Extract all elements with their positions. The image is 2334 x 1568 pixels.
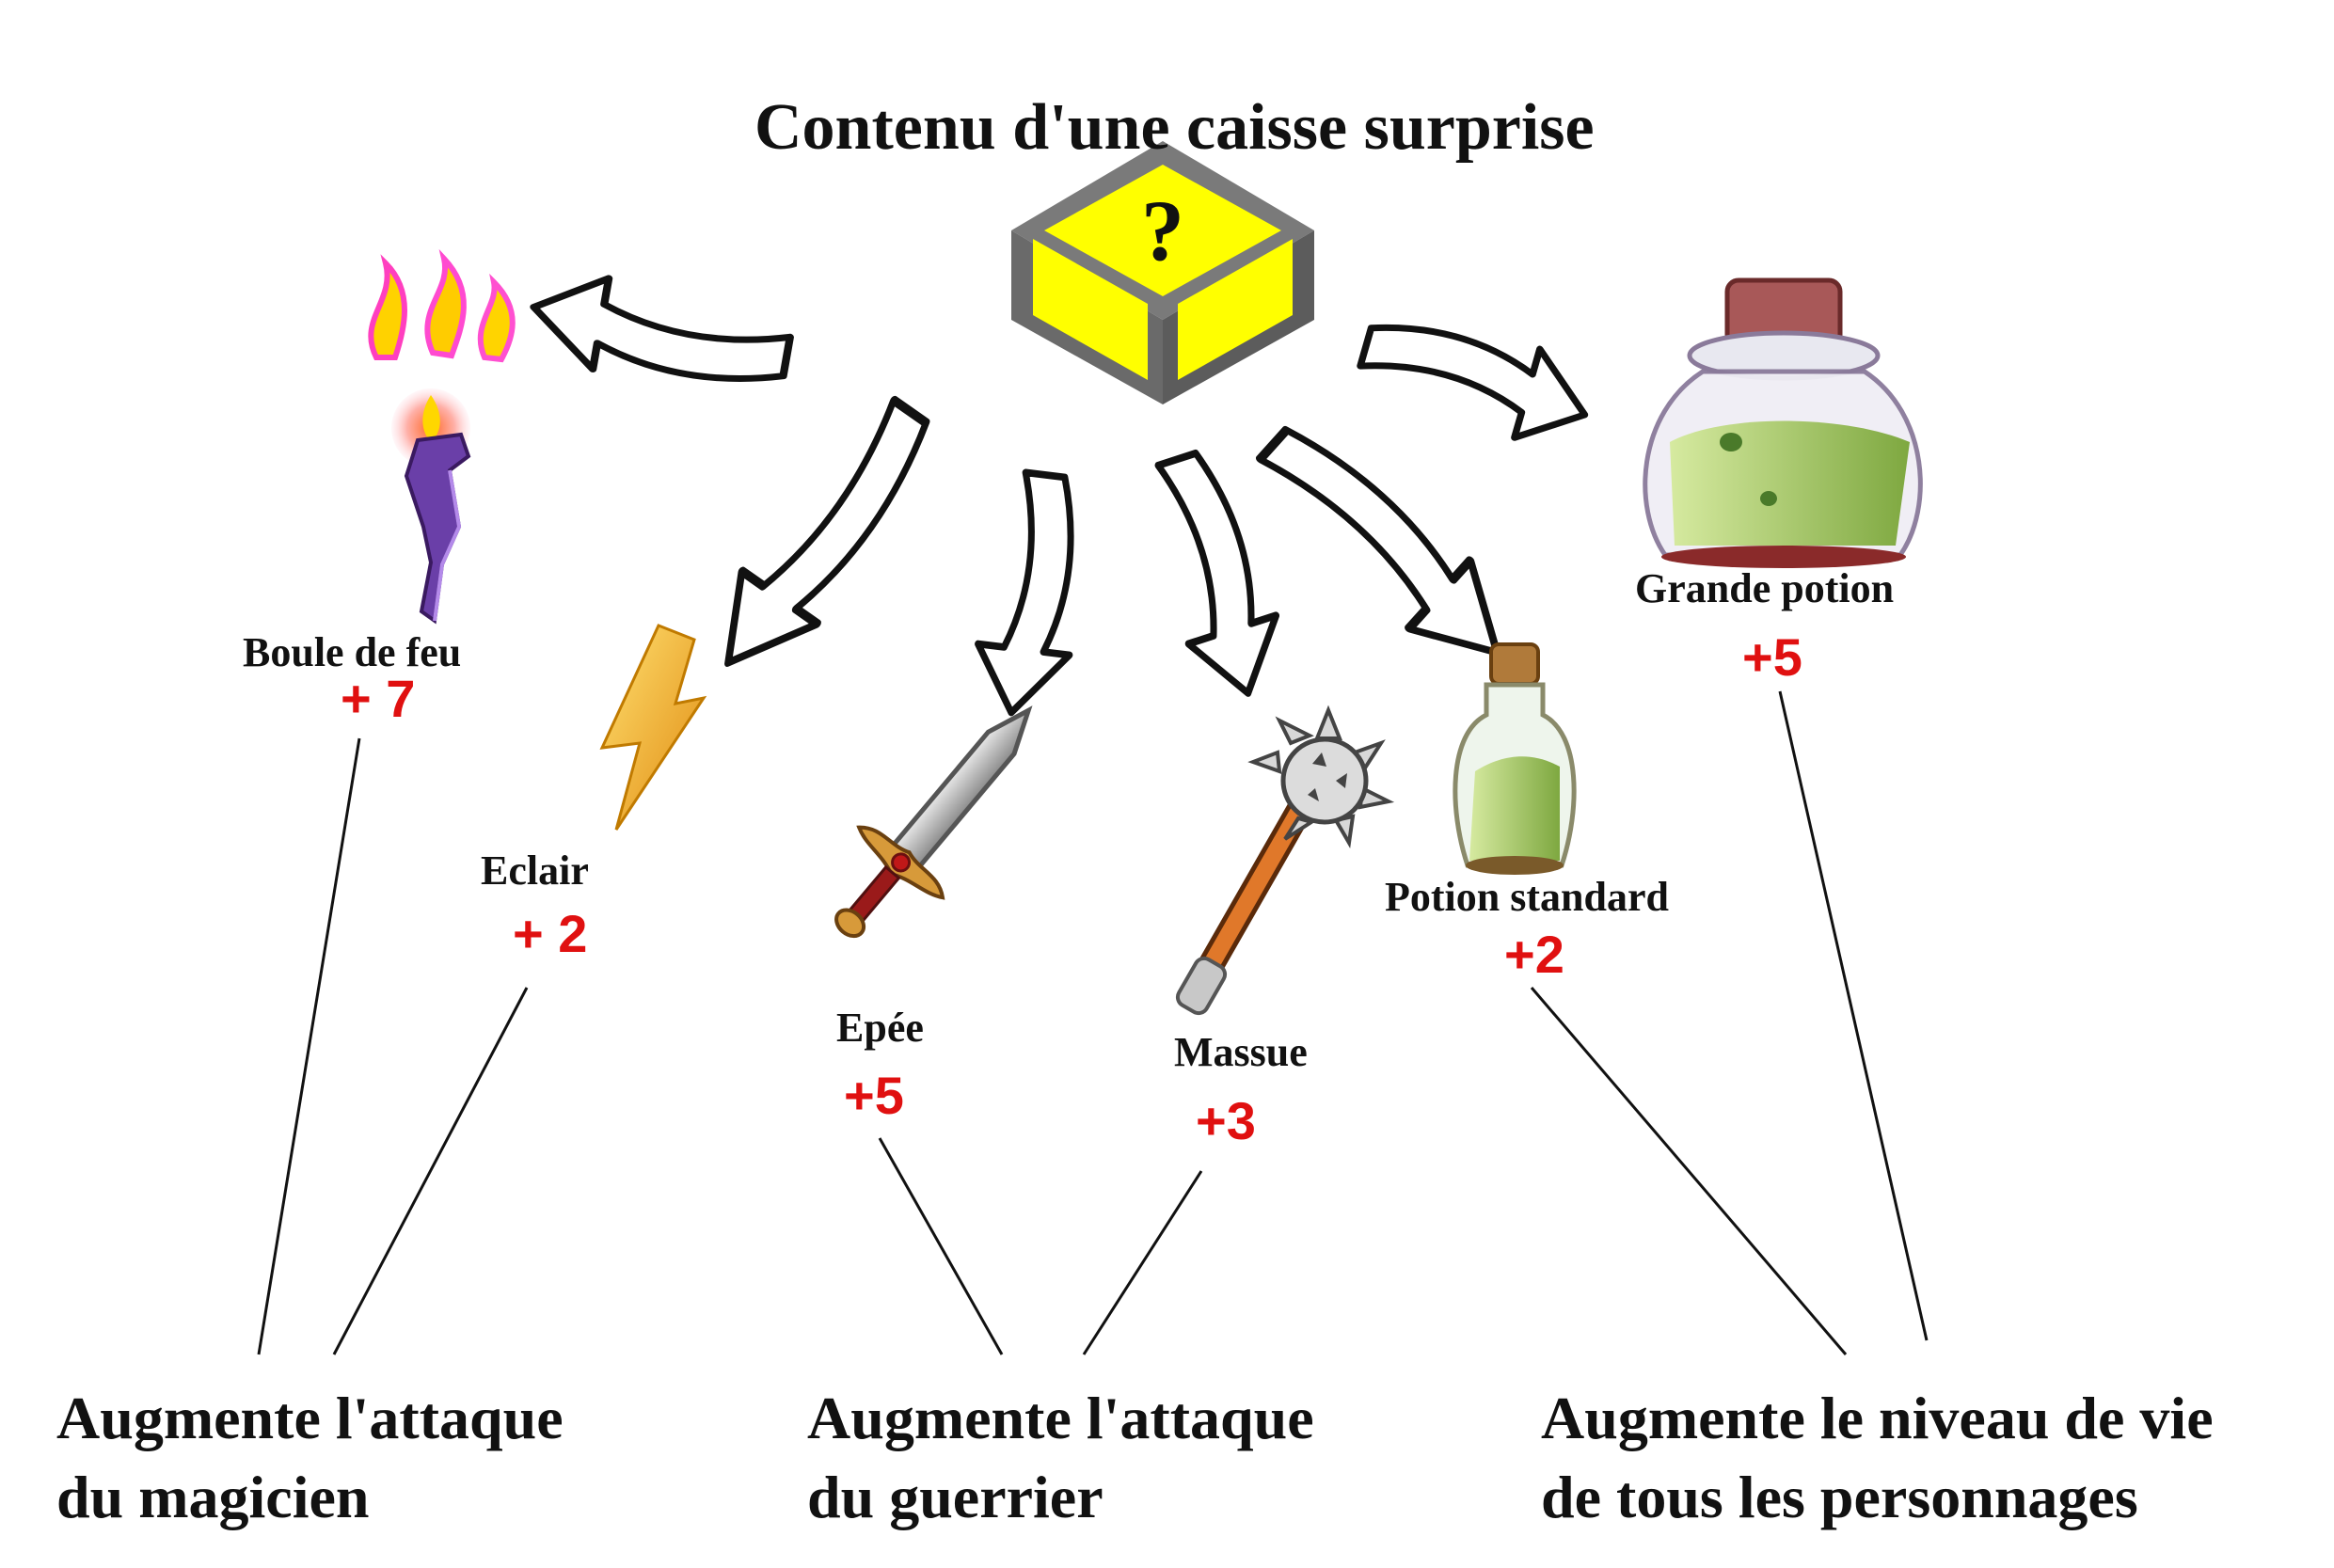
- diagram-title: Contenu d'une caisse surprise: [754, 91, 1595, 164]
- fire-staff-icon: [368, 248, 516, 625]
- connector-massue: [1082, 1170, 1203, 1355]
- arrow-to-lightning: [694, 385, 947, 691]
- arrow-to-mace: [1133, 445, 1295, 705]
- item-bonus-boule-de-feu: + 7: [341, 669, 416, 728]
- item-label-massue: Massue: [1174, 1029, 1308, 1075]
- item-label-grande-potion: Grande potion: [1635, 565, 1895, 611]
- arrow-to-small-potion: [1243, 410, 1532, 683]
- item-label-epee: Epée: [836, 1005, 924, 1051]
- item-bonus-eclair: + 2: [513, 904, 588, 963]
- group-tous-line1: Augmente le niveau de vie: [1541, 1385, 2214, 1451]
- group-magicien-line1: Augmente l'attaque: [56, 1385, 564, 1451]
- large-potion-icon: [1643, 277, 1923, 568]
- question-crate-icon: ?: [1011, 141, 1314, 404]
- arrow-to-large-potion: [1353, 303, 1598, 454]
- group-guerrier: Augmente l'attaque du guerrier: [807, 1379, 1314, 1537]
- connector-potion-standard: [1530, 987, 1848, 1355]
- item-label-potion-standard: Potion standard: [1385, 874, 1669, 920]
- arrow-to-sword: [970, 469, 1090, 719]
- group-tous: Augmente le niveau de vie de tous les pe…: [1541, 1379, 2214, 1537]
- group-magicien: Augmente l'attaque du magicien: [56, 1379, 564, 1537]
- item-bonus-grande-potion: +5: [1742, 627, 1802, 687]
- item-bonus-epee: +5: [844, 1066, 904, 1125]
- spiked-mace-icon: [1175, 705, 1395, 1016]
- small-potion-icon: [1453, 642, 1577, 875]
- sword-icon: [834, 705, 1033, 939]
- connector-eclair: [332, 987, 529, 1355]
- item-label-boule-de-feu: Boule de feu: [243, 629, 462, 675]
- item-bonus-potion-standard: +2: [1504, 925, 1564, 984]
- arrow-to-fire-staff: [525, 266, 795, 402]
- connector-epee: [878, 1137, 1004, 1355]
- connector-grande-potion: [1778, 690, 1929, 1341]
- svg-text:?: ?: [1141, 182, 1184, 278]
- group-tous-line2: de tous les personnages: [1541, 1464, 2138, 1530]
- group-guerrier-line2: du guerrier: [807, 1464, 1103, 1530]
- group-guerrier-line1: Augmente l'attaque: [807, 1385, 1314, 1451]
- group-magicien-line2: du magicien: [56, 1464, 370, 1530]
- item-bonus-massue: +3: [1196, 1091, 1256, 1150]
- connector-boule-de-feu: [257, 737, 361, 1355]
- item-label-eclair: Eclair: [481, 847, 589, 894]
- lightning-bolt-icon: [599, 624, 707, 831]
